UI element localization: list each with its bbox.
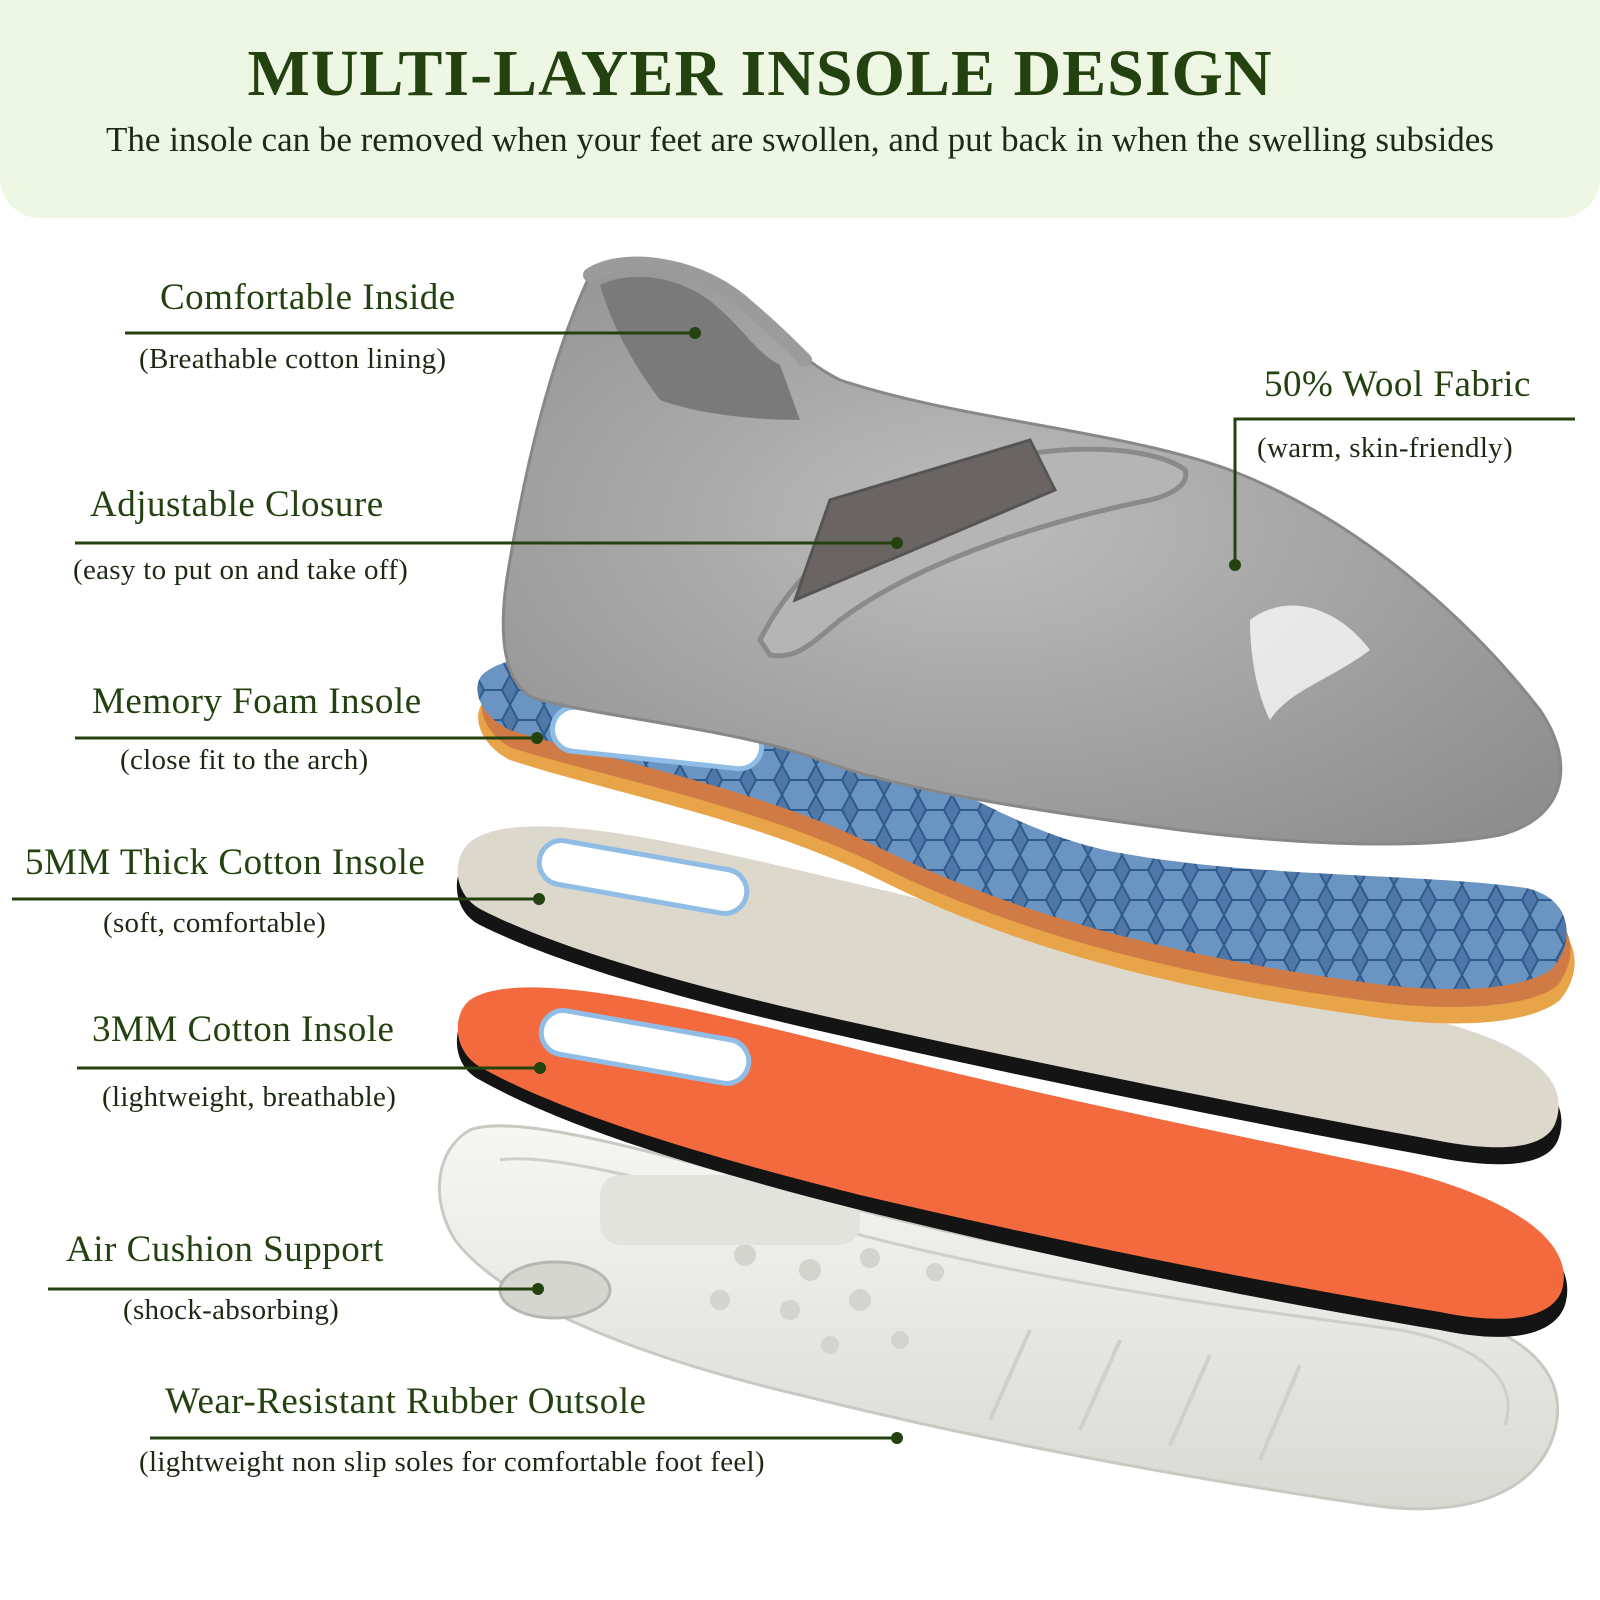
feature-detail-air-cushion: (shock-absorbing) — [123, 1294, 340, 1326]
callout-air-cushion — [48, 1283, 544, 1295]
callout-comfortable-inside — [125, 327, 701, 339]
feature-detail-adjustable-closure: (easy to put on and take off) — [73, 554, 409, 586]
feature-label-air-cushion: Air Cushion Support — [66, 1229, 384, 1270]
thick-cotton-insole — [456, 826, 1562, 1165]
feature-detail-5mm-cotton: (soft, comfortable) — [103, 907, 327, 939]
feature-label-memory-foam: Memory Foam Insole — [92, 681, 422, 722]
callout-lines — [12, 327, 1575, 1444]
wool-shoe-upper — [501, 256, 1563, 846]
feature-label-adjustable-closure: Adjustable Closure — [90, 484, 384, 525]
feature-label-outsole: Wear-Resistant Rubber Outsole — [165, 1381, 647, 1422]
callout-memory-foam — [75, 732, 543, 744]
header-banner — [0, 0, 1600, 218]
feature-label-5mm-cotton: 5MM Thick Cotton Insole — [25, 842, 426, 883]
feature-detail-memory-foam: (close fit to the arch) — [120, 744, 369, 776]
callout-5mm-cotton — [12, 893, 545, 905]
callout-wool-fabric — [1229, 417, 1575, 571]
feature-detail-comfortable-inside: (Breathable cotton lining) — [139, 343, 447, 375]
callout-outsole — [150, 1432, 903, 1444]
feature-label-wool-fabric: 50% Wool Fabric — [1264, 364, 1531, 405]
page-title: MULTI-LAYER INSOLE DESIGN — [247, 37, 1273, 110]
orange-cotton-insole — [456, 987, 1568, 1337]
callout-adjustable-closure — [75, 537, 903, 549]
feature-detail-outsole: (lightweight non slip soles for comforta… — [139, 1446, 765, 1478]
feature-label-comfortable-inside: Comfortable Inside — [160, 277, 456, 318]
feature-label-3mm-cotton: 3MM Cotton Insole — [92, 1009, 395, 1050]
rubber-outsole — [437, 1124, 1560, 1511]
page-subtitle: The insole can be removed when your feet… — [106, 120, 1494, 159]
callout-3mm-cotton — [77, 1062, 546, 1074]
feature-detail-3mm-cotton: (lightweight, breathable) — [102, 1081, 397, 1113]
feature-detail-wool-fabric: (warm, skin-friendly) — [1257, 432, 1513, 464]
